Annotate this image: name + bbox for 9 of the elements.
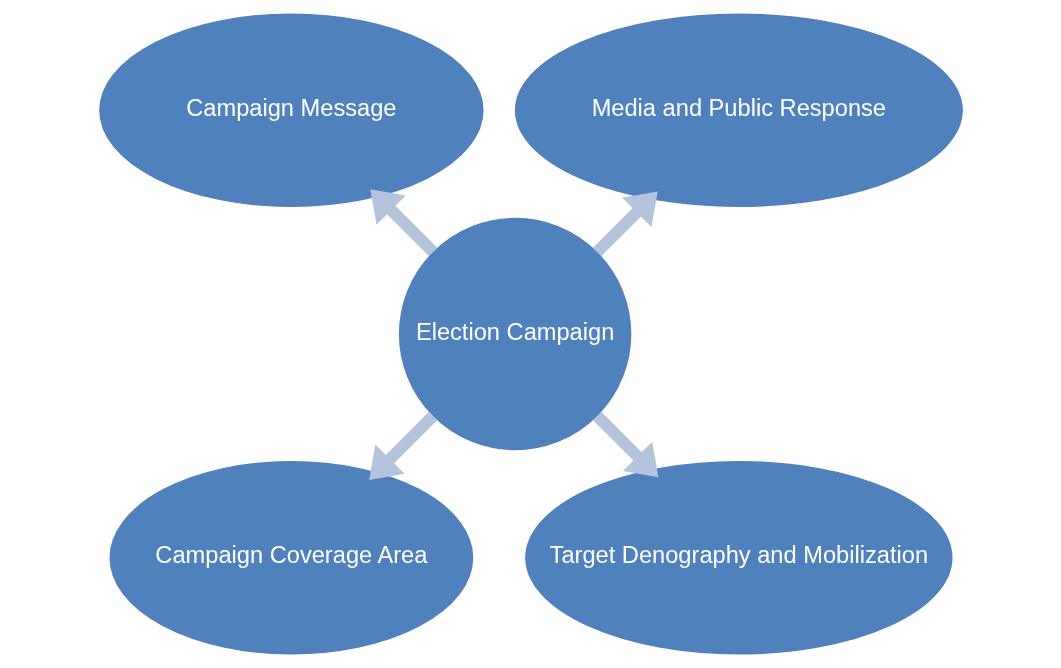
node-ellipse: Target Denography and Mobilization bbox=[524, 460, 952, 655]
node-ellipse: Campaign Coverage Area bbox=[109, 460, 473, 655]
arrow bbox=[369, 189, 437, 257]
arrow bbox=[592, 411, 658, 478]
node-circle: Election Campaign bbox=[398, 217, 631, 451]
arrow bbox=[592, 191, 658, 257]
node-ellipse: Campaign Message bbox=[98, 13, 484, 208]
node-ellipse: Media and Public Response bbox=[514, 13, 963, 208]
arrow bbox=[368, 411, 437, 480]
